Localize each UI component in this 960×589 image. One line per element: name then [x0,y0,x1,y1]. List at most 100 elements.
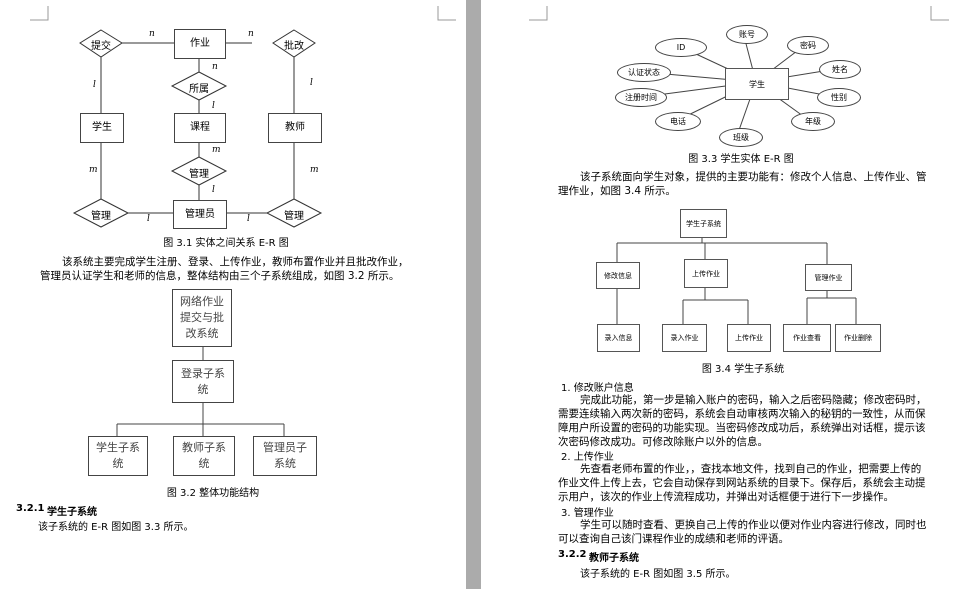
attr-name: 姓名 [819,60,861,79]
paragraph-line: 该系统主要完成学生注册、登录、上传作业，教师布置作业并且批改作业， [62,256,409,268]
tree-leaf-delete-homework: 作业删除 [835,324,881,352]
tree-leaf-view-homework: 作业查看 [783,324,831,352]
section-3-2-2-paragraph: 该子系统的 E-R 图如图 3.5 所示。 [580,569,736,580]
attr-class: 班级 [719,128,763,147]
student-subsystem-paragraph: 该子系统面向学生对象，提供的主要功能有：修改个人信息、上传作业、管 理作业，如图… [558,170,927,198]
attr-id: ID [655,38,707,57]
relation-manage-right-label: 管理 [284,211,304,222]
attr-grade-label: 年级 [805,117,821,126]
tree-leaf-label: 录入作业 [670,334,699,342]
relation-manage-mid-label: 管理 [189,169,209,180]
card-label: n [212,62,218,72]
attr-account: 账号 [726,25,768,44]
section-3-2-2-number: 3.2.2 [558,549,587,560]
entity-teacher-label: 教师 [285,122,305,133]
tree-login-line: 统 [197,382,209,396]
paragraph-line: 该子系统面向学生对象，提供的主要功能有：修改个人信息、上传作业、管 [580,171,927,183]
card-label: l [93,80,96,90]
attr-gender-label: 性别 [831,93,847,102]
section-3-2-1-paragraph: 该子系统的 E-R 图如图 3.3 所示。 [38,522,194,533]
tree-leaf-enter-homework: 录入作业 [662,324,707,352]
paragraph-line: 完成此功能，第一步是输入账户的密码，输入之后密码隐藏；修改密码时， [580,394,927,406]
student-entity-box: 学生 [725,68,789,100]
paragraph-line: 需要连续输入两次新的密码，系统会自动审核两次输入的秘钥的一致性，从而保 [558,408,926,420]
attr-account-label: 账号 [739,30,755,39]
card-label: l [212,185,215,195]
item-3-body: 学生可以随时查看、更换自己上传的作业以便对作业内容进行修改，同时也 可以查询自己… [558,518,927,546]
figure-3-2-caption: 图 3.2 整体功能结构 [166,488,260,499]
tree-login-box: 登录子系 统 [172,360,234,403]
paragraph-line: 理作业，如图 3.4 所示。 [558,185,676,197]
tree-root-student-subsystem: 学生子系统 [680,209,727,238]
card-label: l [212,101,215,111]
tree-teacher-box: 教师子系 统 [173,436,235,476]
attr-register-time: 注册时间 [615,88,667,107]
tree-node-manage-homework: 管理作业 [805,264,852,291]
relation-grade-label: 批改 [284,41,304,52]
relation-belongs-label: 所属 [189,84,209,95]
paragraph-line: 可以查询自己该门课程作业的成绩和老师的评语。 [558,533,789,545]
entity-course-label: 课程 [190,122,210,133]
figure-3-3-caption: 图 3.3 学生实体 E-R 图 [688,154,794,165]
entity-admin: 管理员 [173,200,227,229]
item-1-title: 1. 修改账户信息 [561,383,634,394]
card-label: l [147,214,150,224]
tree-node-upload-homework: 上传作业 [684,259,728,288]
item-2-body: 先查看老师布置的作业，，查找本地文件，找到自己的作业，把需要上传的 作业文件上传… [558,462,926,504]
card-label: m [89,165,98,175]
tree-leaf-label: 作业查看 [793,334,821,342]
tree-student-line: 统 [112,457,124,470]
card-label: n [149,29,155,39]
card-label: m [310,165,319,175]
paragraph-line: 障用户所设置的密码的功能实现。当密码修改成功后，系统弹出对话框，提示该 [558,422,926,434]
student-entity-label: 学生 [749,79,765,89]
relation-submit-label: 提交 [91,41,111,52]
tree-admin-box: 管理员子 系统 [253,436,317,476]
card-label: l [310,78,313,88]
attr-phone: 电话 [655,112,701,131]
attr-class-label: 班级 [733,133,749,142]
attr-password-label: 密码 [800,41,816,50]
paragraph-line: 先查看老师布置的作业，，查找本地文件，找到自己的作业，把需要上传的 [580,463,922,475]
paragraph-line: 示用户，该次的作业上传流程成功，并弹出对话框便于进行下一步操作。 [558,491,894,503]
attr-id-label: ID [676,43,686,52]
tree-leaf-label: 录入信息 [604,334,633,342]
tree-admin-line: 系统 [274,457,296,470]
tree-leaf-enter-info: 录入信息 [597,324,640,352]
relation-manage-left-label: 管理 [91,211,111,222]
attr-auth-status-label: 认证状态 [628,68,660,77]
tree-teacher-line: 统 [198,457,210,470]
figure-3-4-caption: 图 3.4 学生子系统 [701,364,785,375]
attr-phone-label: 电话 [670,117,686,126]
attr-name-label: 姓名 [832,65,848,74]
section-3-2-1-number: 3.2.1 [16,503,45,514]
tree-root-line: 网络作业 [180,295,224,308]
tree-root-label: 学生子系统 [686,219,721,228]
entity-homework: 作业 [174,29,226,59]
left-page-lines [30,6,456,436]
tree-leaf-label: 作业删除 [844,334,872,342]
attr-gender: 性别 [817,88,861,107]
attr-register-time-label: 注册时间 [625,93,657,102]
tree-admin-line: 管理员子 [263,441,307,454]
figure-3-1-caption: 图 3.1 实体之间关系 E-R 图 [163,238,289,249]
attr-password: 密码 [787,36,829,55]
entity-admin-label: 管理员 [185,208,215,220]
left-document-page: 作业 学生 课程 教师 管理员 提交 批改 所属 管理 管理 管理 n n l … [0,0,466,589]
entity-student-label: 学生 [92,122,112,133]
tree-student-box: 学生子系 统 [88,436,148,476]
tree-node-label: 管理作业 [814,273,843,282]
tree-node-label: 修改信息 [604,271,632,280]
item-2-title: 2. 上传作业 [561,452,614,463]
entity-student: 学生 [80,113,124,143]
entity-teacher: 教师 [268,113,322,143]
paragraph-line: 作业文件上传上去，它会自动保存到网站系统的目录下。保存后，系统会主动提 [558,477,926,489]
section-3-2-2-title: 教师子系统 [589,553,639,564]
item-3-title: 3. 管理作业 [561,508,614,519]
right-document-page: 学生 账号 密码 姓名 性别 年级 班级 电话 注册时间 认证状态 ID 图 3… [481,0,960,589]
tree-leaf-upload-homework: 上传作业 [727,324,771,352]
tree-root-line: 提交与批 [180,311,224,324]
entity-homework-label: 作业 [190,38,210,49]
paragraph-line: 次密码修改成功。可修改除账户以外的信息。 [558,436,768,448]
card-label: n [248,29,254,39]
